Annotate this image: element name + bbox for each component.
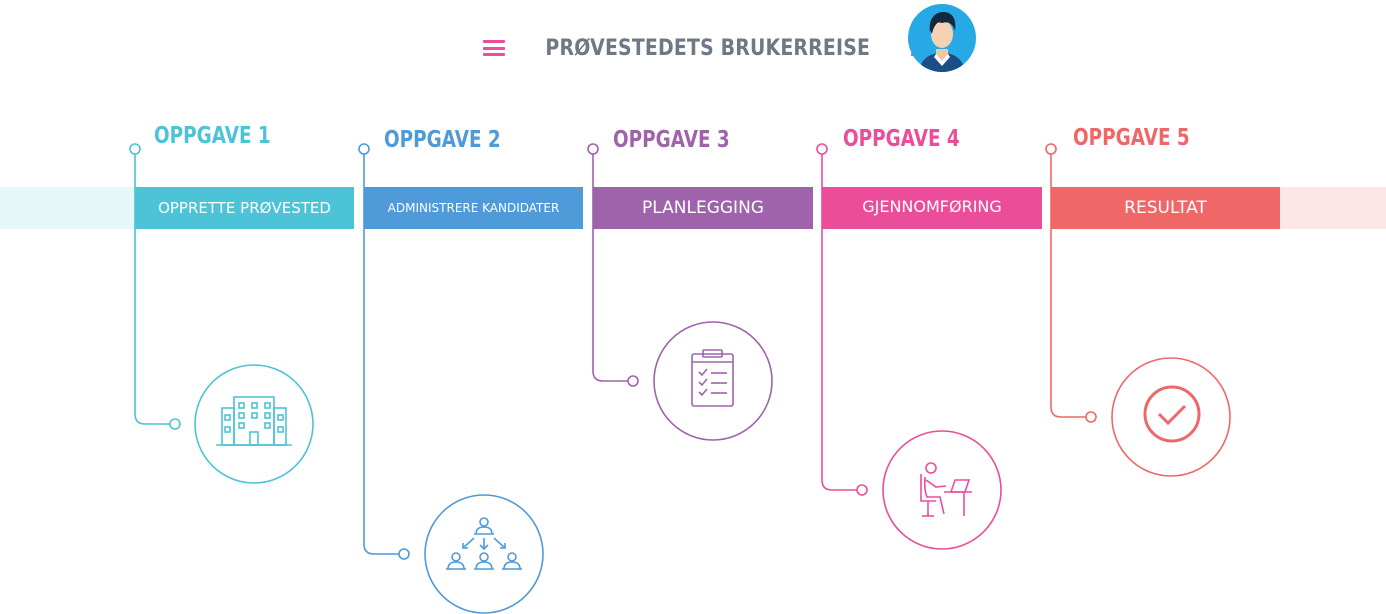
step-connector-5 [1045,143,1231,477]
step-bar-2: ADMINISTRERE KANDIDATER [364,187,583,229]
band-right-extension [1280,187,1386,229]
step-connector-4 [816,143,1002,550]
page-title: PRØVESTEDETS BRUKERREISE [545,35,871,61]
step-bar-4: GJENNOMFØRING [822,187,1042,229]
step-label-1: OPPGAVE 1 [154,123,271,149]
office-building-icon [216,396,292,446]
step-bar-3: PLANLEGGING [593,187,813,229]
step-label-5: OPPGAVE 5 [1073,125,1190,151]
step-label-2: OPPGAVE 2 [384,127,501,153]
band-left-extension [0,187,135,229]
step-connector-2 [358,143,544,614]
step-connector-3 [587,143,773,441]
step-bar-5: RESULTAT [1051,187,1280,229]
step-bar-1: OPPRETTE PRØVESTED [135,187,354,229]
user-avatar-icon [908,4,976,72]
step-label-4: OPPGAVE 4 [843,126,960,152]
checkmark-circle-icon [1143,385,1201,443]
clipboard-checklist-icon [691,349,734,407]
step-label-3: OPPGAVE 3 [613,127,730,153]
hamburger-icon [483,40,505,56]
candidate-hierarchy-icon [446,517,522,570]
step-connector-1 [129,143,314,484]
person-at-desk-icon [920,462,972,517]
